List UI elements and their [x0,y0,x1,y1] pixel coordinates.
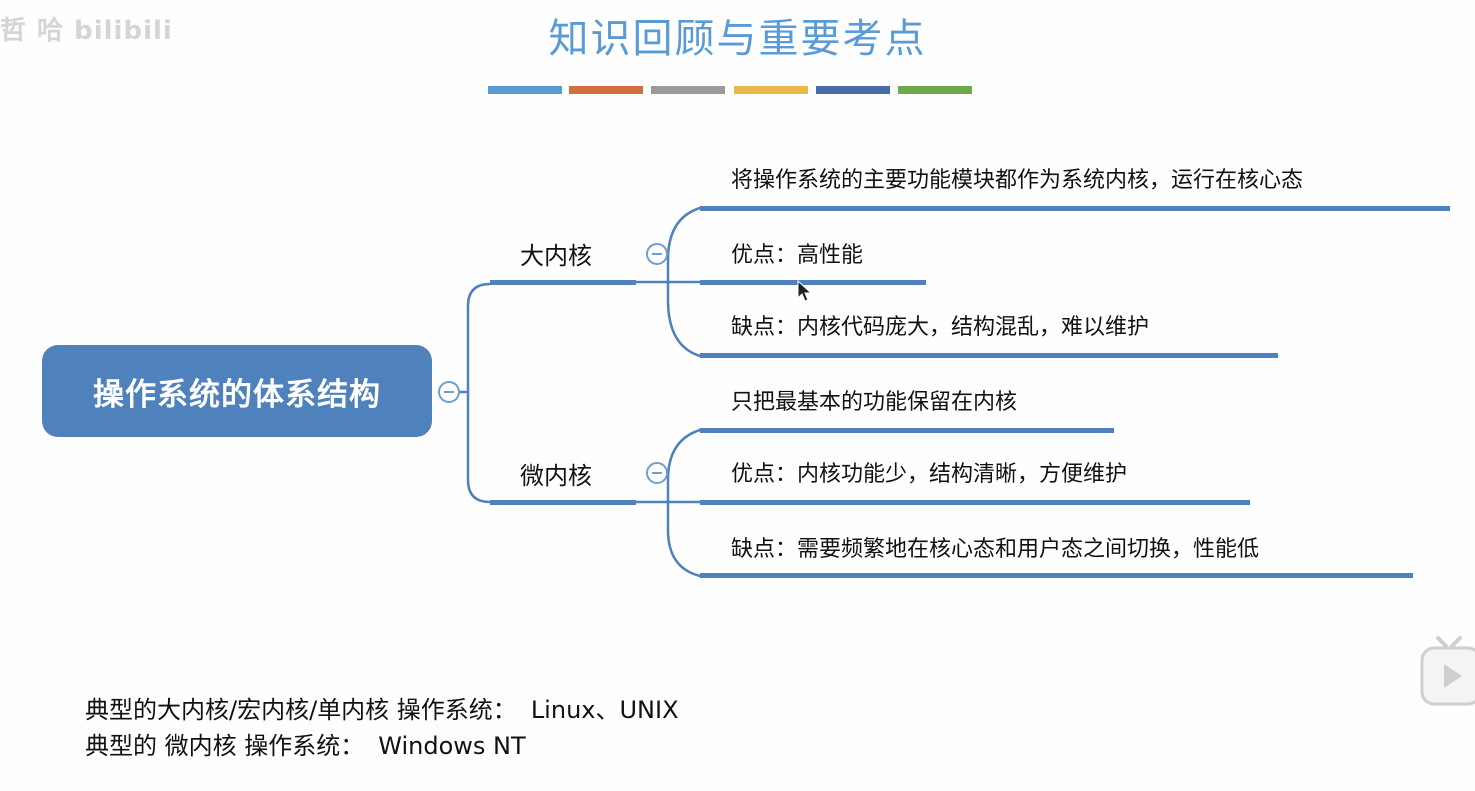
leaf-monolithic-cons[interactable]: 缺点：内核代码庞大，结构混乱，难以维护 [731,315,1150,340]
leaf-underline [700,206,1450,211]
accent-bar-4 [734,86,808,94]
note-systems: Windows NT [378,732,526,760]
leaf-monolithic-pros[interactable]: 优点：高性能 [731,243,864,268]
root-collapse-icon[interactable] [438,381,460,403]
leaf-underline [700,428,1114,433]
accent-bar-5 [816,86,890,94]
root-node[interactable]: 操作系统的体系结构 [42,345,432,437]
leaf-microkernel-pros[interactable]: 优点：内核功能少，结构清晰，方便维护 [731,462,1128,487]
mouse-cursor-icon [797,280,813,302]
leaf-underline [700,353,1278,358]
note-prefix: 典型的大内核/宏内核/单内核 操作系统： [85,696,517,724]
branch-underline [490,500,636,505]
note-microkernel-examples: 典型的 微内核 操作系统： Windows NT [85,730,526,762]
branch-collapse-icon[interactable] [646,462,668,484]
branch-label-monolithic[interactable]: 大内核 [520,242,592,270]
note-systems: Linux、UNIX [530,696,679,724]
leaf-underline [700,280,926,285]
accent-bar-2 [569,86,643,94]
play-icon[interactable] [1418,630,1475,712]
branch-label-microkernel[interactable]: 微内核 [520,462,592,490]
leaf-monolithic-definition[interactable]: 将操作系统的主要功能模块都作为系统内核，运行在核心态 [731,168,1304,193]
slide-title: 知识回顾与重要考点 [548,16,927,62]
watermark: 哲 哈 bilibili [0,16,173,46]
accent-bar-1 [488,86,562,94]
leaf-underline [700,573,1413,578]
accent-bar-6 [898,86,972,94]
accent-bar-3 [651,86,725,94]
leaf-microkernel-definition[interactable]: 只把最基本的功能保留在内核 [731,390,1018,415]
note-monolithic-examples: 典型的大内核/宏内核/单内核 操作系统： Linux、UNIX [85,694,679,726]
note-prefix: 典型的 微内核 操作系统： [85,732,365,760]
leaf-microkernel-cons[interactable]: 缺点：需要频繁地在核心态和用户态之间切换，性能低 [731,537,1260,562]
branch-underline [490,280,636,285]
leaf-underline [700,500,1250,505]
branch-collapse-icon[interactable] [646,243,668,265]
